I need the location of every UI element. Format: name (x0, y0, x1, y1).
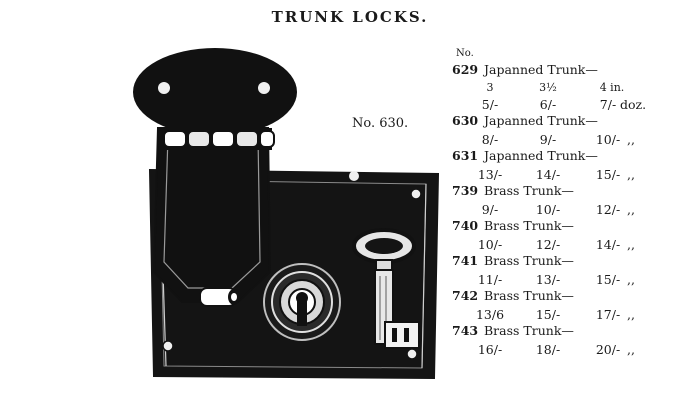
price-cell: 18/- (535, 342, 561, 357)
page-title: TRUNK LOCKS. (271, 8, 429, 26)
ditto-mark: ,, (627, 342, 635, 357)
item-name: Japanned Trunk— (483, 62, 598, 77)
price-cell: 15/- (535, 307, 561, 322)
price-cell: 10/- (535, 202, 561, 217)
price-cell: 12/- (535, 237, 561, 252)
price-cell: 10/- (477, 237, 503, 252)
list-item: 743 Brass Trunk— 16/- 18/- 20/- ,, (452, 323, 692, 358)
price-cell: 14/- (595, 237, 621, 252)
price-cell: 13/6 (475, 307, 505, 322)
price-row: 16/- 18/- 20/- ,, (452, 342, 692, 358)
price-cell: 8/- (481, 132, 499, 147)
item-number: 742 (452, 288, 479, 303)
list-item: 742 Brass Trunk— 13/6 15/- 17/- ,, (452, 288, 692, 323)
list-item: 631 Japanned Trunk— 13/- 14/- 15/- ,, (452, 148, 692, 183)
item-name: Brass Trunk— (483, 253, 574, 268)
price-row: 13/6 15/- 17/- ,, (452, 307, 692, 323)
price-cell: 5/- (481, 97, 499, 112)
item-number: 741 (452, 253, 479, 268)
price-list: No. 629 Japanned Trunk— 3 3½ 4 in. 5/- 6… (452, 48, 692, 358)
item-name: Japanned Trunk— (483, 113, 598, 128)
price-cell: 14/- (535, 167, 561, 182)
item-number: 629 (452, 62, 479, 77)
list-item: 629 Japanned Trunk— 3 3½ 4 in. 5/- 6/- 7… (452, 62, 692, 113)
price-cell: 12/- (595, 202, 621, 217)
price-cell: 9/- (539, 132, 557, 147)
price-row: 13/- 14/- 15/- ,, (452, 167, 692, 183)
price-cell: 13/- (535, 272, 561, 287)
price-row: 8/- 9/- 10/- ,, (452, 132, 692, 148)
price-cell: 17/- (595, 307, 621, 322)
key-illustration (352, 228, 420, 349)
price-cell: 7/- (599, 97, 617, 112)
size-row: 3 3½ 4 in. (452, 81, 692, 97)
price-row: 5/- 6/- 7/- doz. (452, 97, 692, 113)
list-item: 740 Brass Trunk— 10/- 12/- 14/- ,, (452, 218, 692, 253)
item-name: Brass Trunk— (483, 323, 574, 338)
size-label: 3½ (539, 81, 557, 94)
size-label: 3 (486, 81, 494, 94)
list-item: 741 Brass Trunk— 11/- 13/- 15/- ,, (452, 253, 692, 288)
trunk-lock-illustration (133, 48, 440, 380)
list-item: 739 Brass Trunk— 9/- 10/- 12/- ,, (452, 183, 692, 218)
item-number: 631 (452, 148, 479, 163)
ditto-mark: ,, (627, 167, 635, 182)
price-row: 11/- 13/- 15/- ,, (452, 272, 692, 288)
ditto-mark: ,, (627, 272, 635, 287)
size-label: 4 in. (599, 81, 625, 94)
item-name: Brass Trunk— (483, 288, 574, 303)
price-row: 9/- 10/- 12/- ,, (452, 202, 692, 218)
price-cell: 10/- (595, 132, 621, 147)
hasp (152, 127, 272, 303)
hinge (160, 128, 275, 150)
unit-label: doz. (620, 97, 647, 112)
hasp-top-plate (133, 48, 297, 136)
item-number: 739 (452, 183, 479, 198)
price-cell: 9/- (481, 202, 499, 217)
item-number: 630 (452, 113, 479, 128)
price-cell: 13/- (477, 167, 503, 182)
price-row: 10/- 12/- 14/- ,, (452, 237, 692, 253)
item-number: 743 (452, 323, 479, 338)
column-head-no: No. (456, 48, 474, 59)
ditto-mark: ,, (627, 132, 635, 147)
list-item: 630 Japanned Trunk— 8/- 9/- 10/- ,, (452, 113, 692, 148)
item-name: Brass Trunk— (483, 218, 574, 233)
ditto-mark: ,, (627, 237, 635, 252)
ditto-mark: ,, (627, 307, 635, 322)
price-cell: 15/- (595, 167, 621, 182)
price-cell: 20/- (595, 342, 621, 357)
figure-caption: No. 630. (352, 116, 409, 131)
keyhole-escutcheon (263, 263, 341, 341)
price-cell: 11/- (477, 272, 503, 287)
item-number: 740 (452, 218, 479, 233)
price-cell: 16/- (477, 342, 503, 357)
ditto-mark: ,, (627, 202, 635, 217)
price-cell: 6/- (539, 97, 557, 112)
price-cell: 15/- (595, 272, 621, 287)
item-name: Japanned Trunk— (483, 148, 598, 163)
item-name: Brass Trunk— (483, 183, 574, 198)
